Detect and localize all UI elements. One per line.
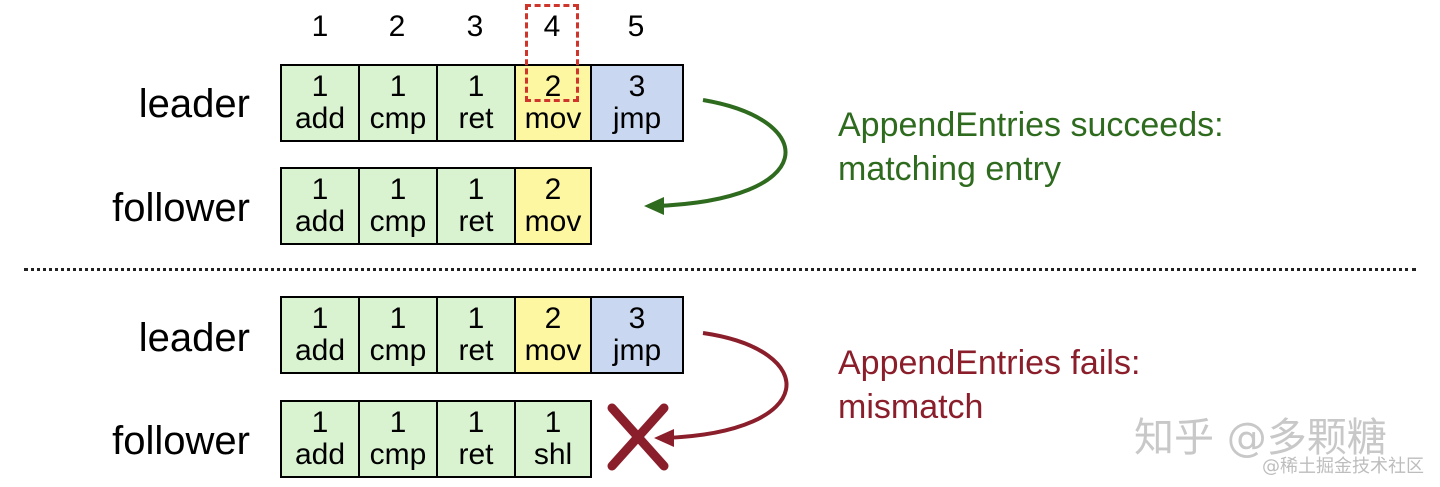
mismatch-x-icon <box>607 403 669 471</box>
bottom-follower-entry-4: 1 shl <box>514 400 592 478</box>
top-follower-entry-4: 2 mov <box>514 167 592 245</box>
watermark-text: 知乎 @多颗糖 <box>1134 415 1387 461</box>
entry-command: jmp <box>612 102 662 135</box>
top-follower-entry-3: 1 ret <box>436 167 516 245</box>
entry-command: cmp <box>369 334 427 367</box>
fail-arrow <box>664 331 789 440</box>
watermark-subtext: @稀土掘金技术社区 <box>1262 456 1424 477</box>
success-arrow-head-icon <box>644 197 664 215</box>
entry-command: ret <box>458 102 494 135</box>
index-2: 2 <box>388 10 406 43</box>
entry-term: 1 <box>389 406 407 439</box>
bottom-follower-label: follower <box>112 419 250 463</box>
top-leader-entry-1: 1 add <box>280 64 360 142</box>
entry-command: cmp <box>369 205 427 238</box>
index-1: 1 <box>311 10 329 43</box>
index-4: 4 <box>543 10 561 43</box>
scenario-divider <box>24 268 1416 271</box>
entry-term: 1 <box>389 302 407 335</box>
entry-term: 2 <box>544 70 562 103</box>
bottom-follower-entry-2: 1 cmp <box>358 400 438 478</box>
success-message: AppendEntries succeeds: matching entry <box>838 103 1224 191</box>
entry-command: add <box>294 334 346 367</box>
bottom-leader-label: leader <box>138 316 250 360</box>
top-leader-entry-3: 1 ret <box>436 64 516 142</box>
bottom-leader-entry-4: 2 mov <box>514 296 592 374</box>
top-leader-label: leader <box>138 82 250 126</box>
entry-command: ret <box>458 334 494 367</box>
entry-term: 3 <box>628 302 646 335</box>
entry-term: 1 <box>467 173 485 206</box>
success-arrow <box>654 98 788 208</box>
entry-command: jmp <box>612 334 662 367</box>
index-3: 3 <box>466 10 484 43</box>
entry-command: ret <box>458 205 494 238</box>
entry-command: shl <box>533 438 573 471</box>
top-follower-entry-2: 1 cmp <box>358 167 438 245</box>
entry-term: 2 <box>544 302 562 335</box>
bottom-leader-entry-2: 1 cmp <box>358 296 438 374</box>
entry-term: 1 <box>389 173 407 206</box>
top-leader-entry-2: 1 cmp <box>358 64 438 142</box>
fail-message-line-2: mismatch <box>838 388 984 426</box>
top-follower-entry-1: 1 add <box>280 167 360 245</box>
entry-command: ret <box>458 438 494 471</box>
top-leader-entry-5: 3 jmp <box>590 64 684 142</box>
entry-command: mov <box>524 205 582 238</box>
index-5: 5 <box>627 10 645 43</box>
entry-command: add <box>294 205 346 238</box>
success-message-line-2: matching entry <box>838 150 1061 188</box>
fail-message: AppendEntries fails: mismatch <box>838 341 1140 429</box>
entry-term: 1 <box>311 173 329 206</box>
bottom-follower-entry-1: 1 add <box>280 400 360 478</box>
entry-term: 2 <box>544 173 562 206</box>
entry-term: 1 <box>311 70 329 103</box>
entry-command: cmp <box>369 438 427 471</box>
entry-term: 1 <box>467 406 485 439</box>
entry-term: 1 <box>311 406 329 439</box>
entry-command: mov <box>524 334 582 367</box>
bottom-leader-entry-3: 1 ret <box>436 296 516 374</box>
fail-arrow-head-icon <box>654 429 674 447</box>
entry-term: 1 <box>467 70 485 103</box>
entry-term: 3 <box>628 70 646 103</box>
entry-term: 1 <box>389 70 407 103</box>
success-message-line-1: AppendEntries succeeds: <box>838 106 1224 144</box>
fail-message-line-1: AppendEntries fails: <box>838 344 1141 382</box>
entry-term: 1 <box>467 302 485 335</box>
entry-command: add <box>294 438 346 471</box>
entry-command: add <box>294 102 346 135</box>
entry-term: 1 <box>544 406 562 439</box>
top-follower-label: follower <box>112 186 250 230</box>
entry-command: mov <box>524 102 582 135</box>
bottom-leader-entry-5: 3 jmp <box>590 296 684 374</box>
consistency-check-highlight <box>525 4 579 102</box>
entry-term: 1 <box>311 302 329 335</box>
entry-command: cmp <box>369 102 427 135</box>
